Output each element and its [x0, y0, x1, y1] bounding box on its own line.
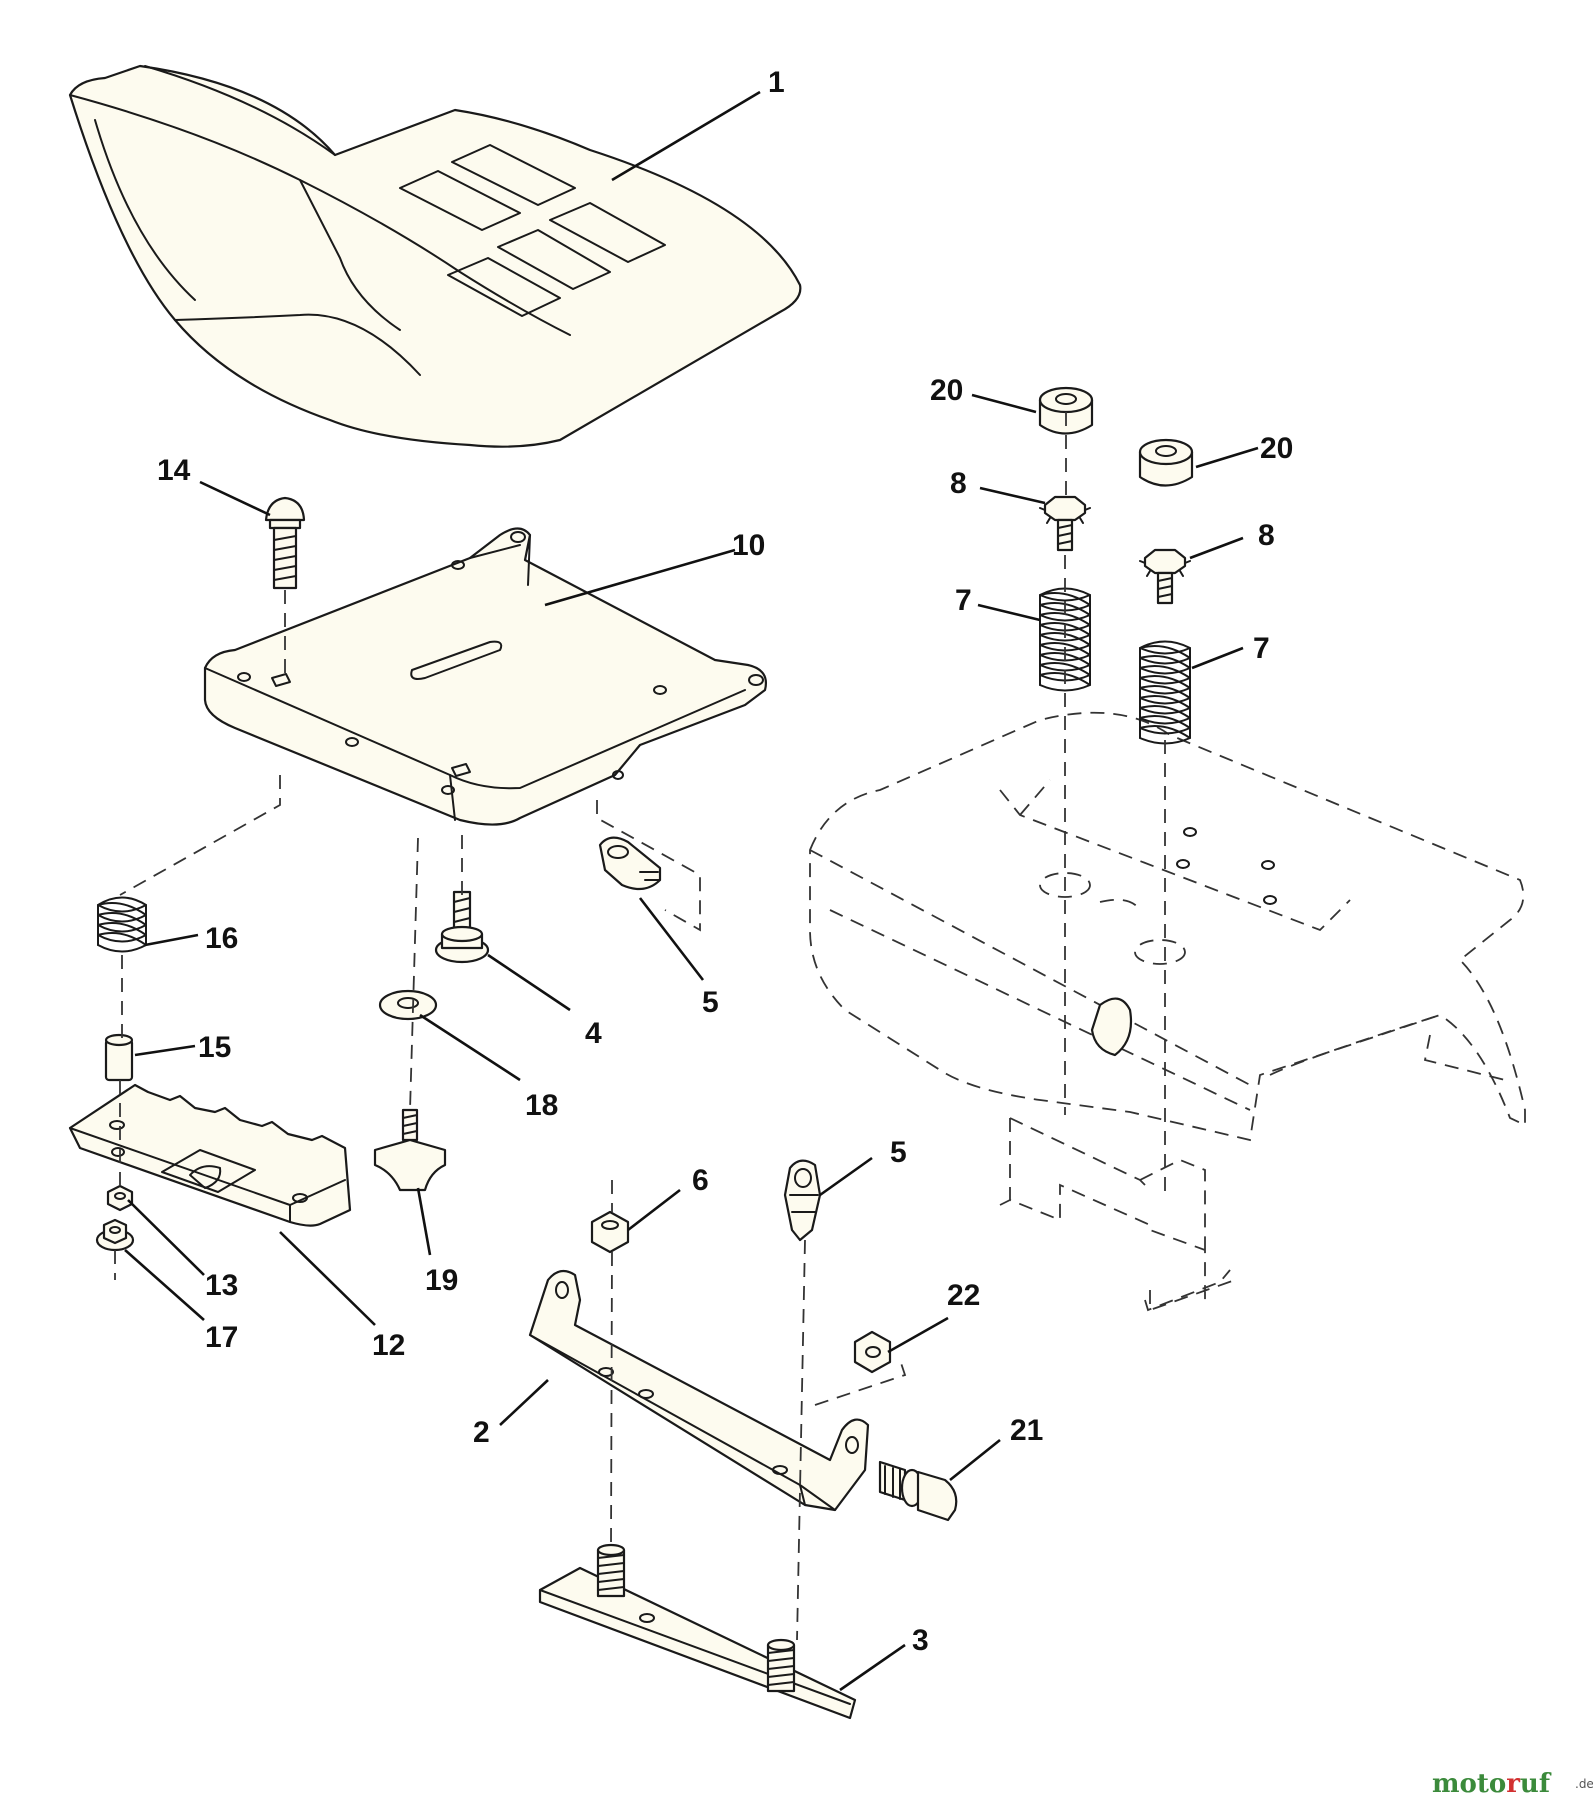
hex-bolt	[878, 1460, 958, 1522]
slide-plate	[68, 1083, 352, 1227]
callout-12: 12	[372, 1329, 405, 1362]
callout-20-right: 20	[1260, 432, 1293, 465]
watermark-logo: motoruf .de	[1432, 1769, 1593, 1799]
flange-nut-17	[95, 1218, 135, 1252]
watermark-suffix: .de	[1575, 1777, 1593, 1791]
callout-6: 6	[692, 1164, 709, 1197]
seat-spring-left	[1039, 587, 1091, 692]
seat	[68, 64, 802, 448]
hex-nut-22	[853, 1330, 892, 1374]
pivot-bracket	[528, 1269, 870, 1512]
callout-22: 22	[947, 1279, 980, 1312]
svg-text:motoruf: motoruf	[1432, 1769, 1552, 1799]
carriage-bolt	[264, 496, 306, 590]
rubber-bumper-left	[1038, 386, 1094, 435]
callout-labels: 1 10 14 16 15 13 17 12 4 18 19 5 6 5 22 …	[157, 66, 1293, 1657]
adjustment-knob	[373, 1108, 447, 1192]
star-bolt-right	[1139, 548, 1191, 605]
fender-housing-dashed	[809, 711, 1526, 1312]
watermark-text-r: r	[1506, 1769, 1520, 1799]
callout-8-right: 8	[1258, 519, 1275, 552]
callout-3: 3	[912, 1624, 929, 1657]
callout-18: 18	[525, 1089, 558, 1122]
callout-17: 17	[205, 1321, 238, 1354]
callout-19: 19	[425, 1264, 458, 1297]
wire-clip-lower	[783, 1159, 822, 1242]
watermark-text-b: uf	[1520, 1769, 1552, 1799]
assembly-guide-lines	[114, 412, 1166, 1641]
callout-4: 4	[585, 1017, 602, 1050]
lock-nut	[590, 1210, 630, 1254]
washer	[378, 989, 438, 1021]
callout-10: 10	[732, 529, 765, 562]
seat-pan	[203, 527, 767, 826]
callout-16: 16	[205, 922, 238, 955]
callout-8-left: 8	[950, 467, 967, 500]
wire-clip-upper	[598, 836, 662, 891]
watermark-text-a: moto	[1432, 1769, 1506, 1799]
small-spring	[97, 896, 147, 953]
callout-7-right: 7	[1253, 632, 1270, 665]
rubber-bumper-right	[1138, 438, 1194, 487]
seat-spring-right	[1139, 640, 1191, 745]
callout-21: 21	[1010, 1414, 1043, 1447]
callout-14: 14	[157, 454, 191, 487]
shoulder-bolt	[434, 890, 490, 964]
seat-grip-pads	[399, 144, 666, 317]
callout-5-lower: 5	[890, 1136, 907, 1169]
callout-5-upper: 5	[702, 986, 719, 1019]
spacer	[104, 1033, 134, 1082]
callout-7-left: 7	[955, 584, 972, 617]
callout-2: 2	[473, 1416, 490, 1449]
callout-13: 13	[205, 1269, 238, 1302]
hex-nut-13	[106, 1184, 134, 1212]
callout-15: 15	[198, 1031, 231, 1064]
callout-1: 1	[768, 66, 785, 99]
callout-leader-lines	[124, 90, 1259, 1692]
callout-20-left: 20	[930, 374, 963, 407]
mounting-plate	[538, 1543, 857, 1720]
star-bolt-left	[1039, 495, 1091, 552]
